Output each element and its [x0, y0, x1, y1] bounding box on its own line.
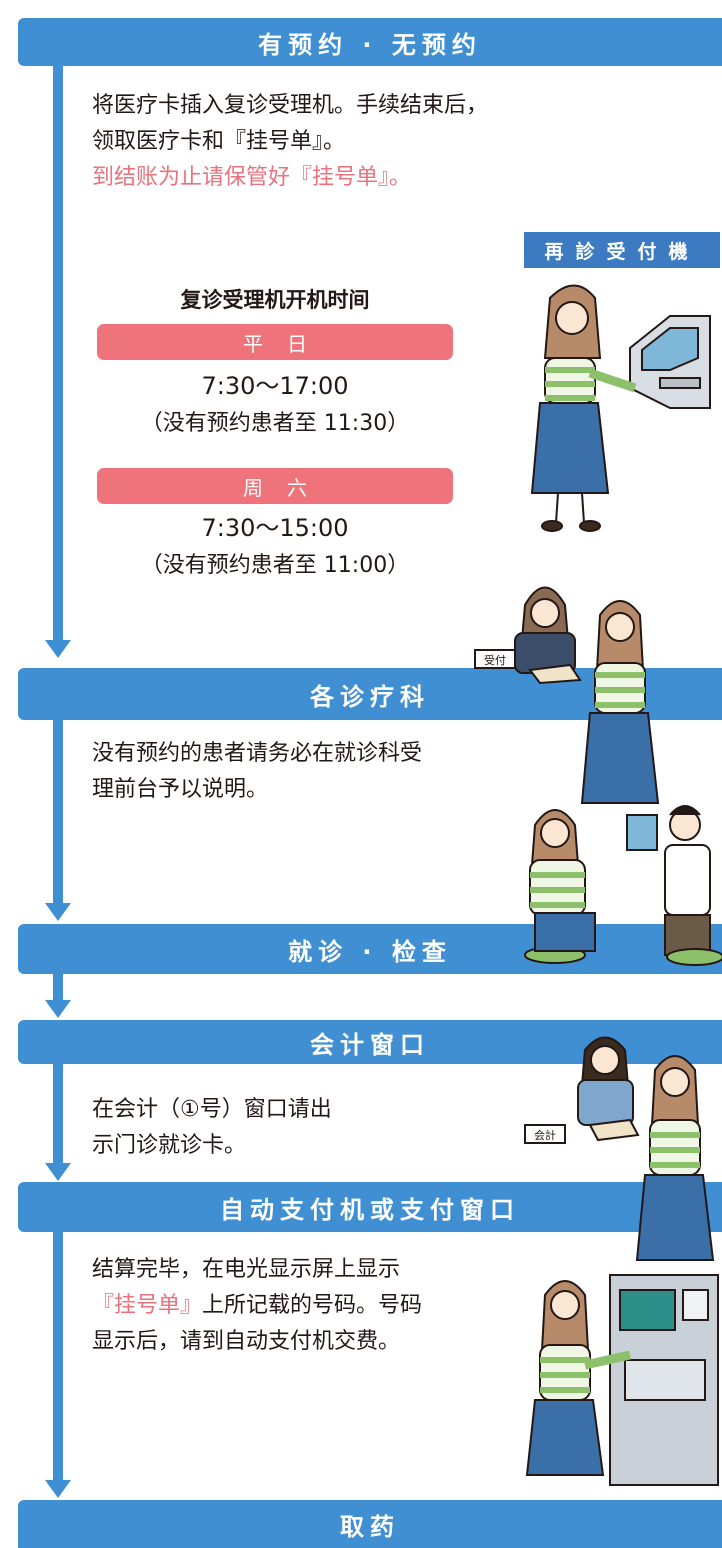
cashier-desk-sign: 会計: [534, 1128, 556, 1142]
machine-icon: [629, 315, 711, 409]
step-label: 取药: [340, 1512, 400, 1541]
payment-line-1: 结算完毕，在电光显示屏上显示: [92, 1257, 401, 1282]
department-text: 没有预约的患者请务必在就诊科受 理前台予以说明。: [92, 736, 422, 808]
flow-arrow-icon: [45, 1480, 71, 1498]
payment-slip-name: 『挂号单』: [92, 1293, 203, 1318]
flow-line: [53, 1232, 63, 1480]
step-label: 有预约 · 无预约: [258, 30, 482, 59]
reception-machine-illustration: [530, 284, 711, 532]
cashier-line-2: 示门诊就诊卡。: [92, 1133, 247, 1158]
reception-desk-sign: 受付: [484, 654, 506, 667]
step-label: 就诊 · 检查: [288, 937, 452, 966]
flow-arrow-icon: [45, 1163, 71, 1181]
payment-line-2: 『挂号单』上所记载的号码。号码: [92, 1288, 422, 1324]
hours-title: 复诊受理机开机时间: [180, 288, 370, 312]
flow-line: [53, 974, 63, 1003]
cashier-illustration: 会計: [524, 1036, 715, 1261]
flow-line: [53, 1064, 63, 1165]
cashier-line-1: 在会计（①号）窗口请出: [92, 1097, 332, 1122]
payment-line-3: 显示后，请到自动支付机交费。: [92, 1329, 401, 1354]
step-label: 会计窗口: [310, 1030, 430, 1059]
step-label: 自动支付机或支付窗口: [220, 1195, 520, 1224]
department-line-1: 没有预约的患者请务必在就诊科受: [92, 741, 423, 766]
step-medicine-header: 取药: [18, 1500, 722, 1548]
saturday-label: 周六: [243, 475, 331, 500]
reservation-line-1: 将医疗卡插入复诊受理机。手续结束后，: [92, 93, 489, 118]
woman-icon: [530, 284, 637, 532]
weekday-time: 7:30～17:00: [201, 372, 349, 400]
machine-sign: 再診受付機: [524, 232, 720, 268]
flow-arrow-icon: [45, 640, 71, 658]
step-payment-header: 自动支付机或支付窗口: [18, 1182, 722, 1232]
department-line-2: 理前台予以说明。: [92, 777, 269, 802]
step-reservation-header: 有预约 · 无预约: [18, 18, 722, 66]
weekday-label: 平日: [243, 331, 331, 356]
step-exam-header: 就诊 · 检查: [18, 924, 722, 974]
payment-text: 结算完毕，在电光显示屏上显示 『挂号单』上所记载的号码。号码 显示后，请到自动支…: [92, 1252, 422, 1360]
cashier-text: 在会计（①号）窗口请出 示门诊就诊卡。: [92, 1092, 332, 1164]
saturday-time: 7:30～15:00: [201, 514, 349, 542]
reservation-line-2: 领取医疗卡和『挂号单』。: [92, 129, 346, 154]
flow-arrow-icon: [45, 1000, 71, 1018]
weekday-pill: 平日: [97, 324, 453, 360]
payment-line-2-rest: 上所记载的号码。号码: [202, 1293, 423, 1318]
saturday-pill: 周六: [97, 468, 453, 504]
step-label: 各诊疗科: [310, 682, 430, 711]
payment-machine-illustration: [525, 1274, 719, 1486]
reservation-text: 将医疗卡插入复诊受理机。手续结束后， 领取医疗卡和『挂号单』。 到结账为止请保管…: [92, 88, 488, 196]
consultation-illustration: [524, 805, 722, 966]
flow-line: [53, 66, 63, 640]
flow-arrow-icon: [45, 903, 71, 921]
flow-line: [53, 720, 63, 905]
department-reception-illustration: 受付: [474, 586, 660, 804]
reservation-warning: 到结账为止请保管好『挂号单』。: [92, 165, 412, 190]
saturday-note: （没有预约患者至 11:00）: [140, 553, 410, 578]
weekday-note: （没有预约患者至 11:30）: [140, 411, 410, 436]
